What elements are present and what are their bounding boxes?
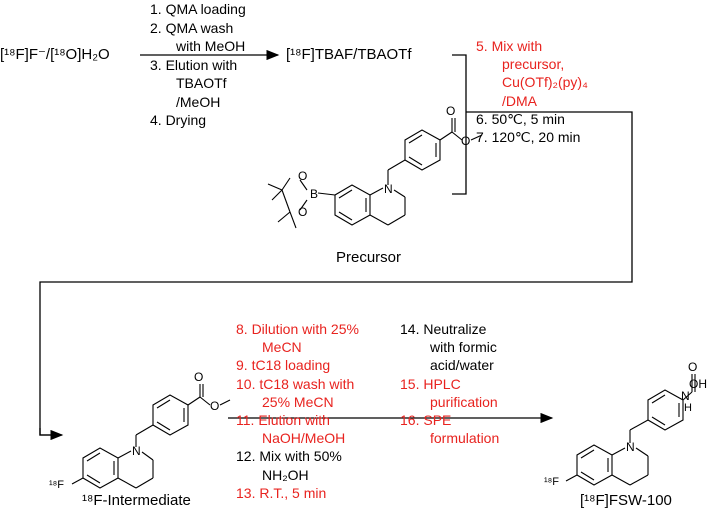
step-line: 6. 50℃, 5 min — [476, 110, 565, 127]
step-line: NaOH/MeOH — [262, 430, 346, 447]
atom-n-intermediate: N — [132, 444, 141, 458]
step-line: 10. tC18 wash with — [236, 375, 355, 392]
atom-o-precursor-b2: O — [298, 205, 308, 219]
step-line: 12. Mix with 50% — [236, 448, 342, 465]
product-label: [¹⁸F]FSW-100 — [580, 492, 672, 509]
precursor-label: Precursor — [336, 249, 402, 266]
intermediate-label: ¹⁸F-Intermediate — [82, 492, 191, 509]
step-line: 1. QMA loading — [150, 1, 246, 17]
atom-o-intermediate-carbonyl: O — [194, 370, 204, 384]
step-line: Cu(OTf)₂(py)₄ — [502, 74, 588, 91]
product-1-label: [¹⁸F]TBAF/TBAOTf — [286, 46, 412, 63]
step-line: with MeOH — [176, 38, 246, 54]
step-line: 15. HPLC — [400, 375, 461, 392]
atom-18f-intermediate: ¹⁸F — [49, 479, 65, 491]
step-line: 8. Dilution with 25% — [236, 321, 359, 337]
step-line: 13. R.T., 5 min — [236, 484, 327, 501]
atom-n-product-ring: N — [626, 440, 635, 454]
start-material: [¹⁸F]F⁻/[¹⁸O]H₂O — [0, 46, 110, 63]
step-line: precursor, — [502, 56, 565, 73]
step-line: /MeOH — [176, 93, 221, 110]
step-line: 11. Elution with — [236, 412, 330, 428]
step-line: /DMA — [502, 92, 537, 109]
step-line: purification — [430, 393, 498, 410]
atom-b-precursor: B — [310, 187, 319, 201]
step-line: TBAOTf — [176, 75, 227, 91]
atom-h-product: H — [684, 402, 692, 414]
atom-o-precursor-ester: O — [461, 134, 471, 148]
atom-18f-product: ¹⁸F — [544, 476, 560, 488]
atom-o-precursor-carbonyl: O — [446, 104, 456, 118]
step-line: 7. 120℃, 20 min — [476, 129, 581, 145]
step-line: 14. Neutralize — [400, 321, 487, 337]
bracket-top — [452, 54, 467, 195]
atom-o-intermediate-ester: O — [210, 399, 220, 413]
step-line: 25% MeCN — [262, 393, 334, 410]
step-line: 9. tC18 loading — [236, 357, 331, 374]
precursor-structure — [267, 118, 483, 229]
step-line: formulation — [430, 430, 500, 447]
step-line: MeCN — [262, 339, 302, 356]
step-line: with formic — [430, 339, 497, 356]
step-line: 3. Elution with — [150, 56, 238, 73]
atom-oh-product: OH — [689, 377, 707, 391]
atom-o-product: O — [688, 360, 698, 374]
step-line: 4. Drying — [150, 112, 207, 128]
atom-o-precursor-b1: O — [298, 169, 308, 183]
step-line: 5. Mix with — [476, 38, 543, 54]
intermediate-structure — [71, 384, 231, 489]
product-structure — [565, 374, 696, 486]
atom-n-precursor: N — [384, 182, 393, 196]
step-line: acid/water — [430, 357, 494, 374]
connector-arrow-head — [39, 428, 64, 441]
step-line: NH₂OH — [262, 466, 309, 483]
step-line: 16. SPE — [400, 412, 452, 428]
atom-n-product: N — [681, 389, 690, 403]
step-line: 2. QMA wash — [150, 19, 234, 36]
